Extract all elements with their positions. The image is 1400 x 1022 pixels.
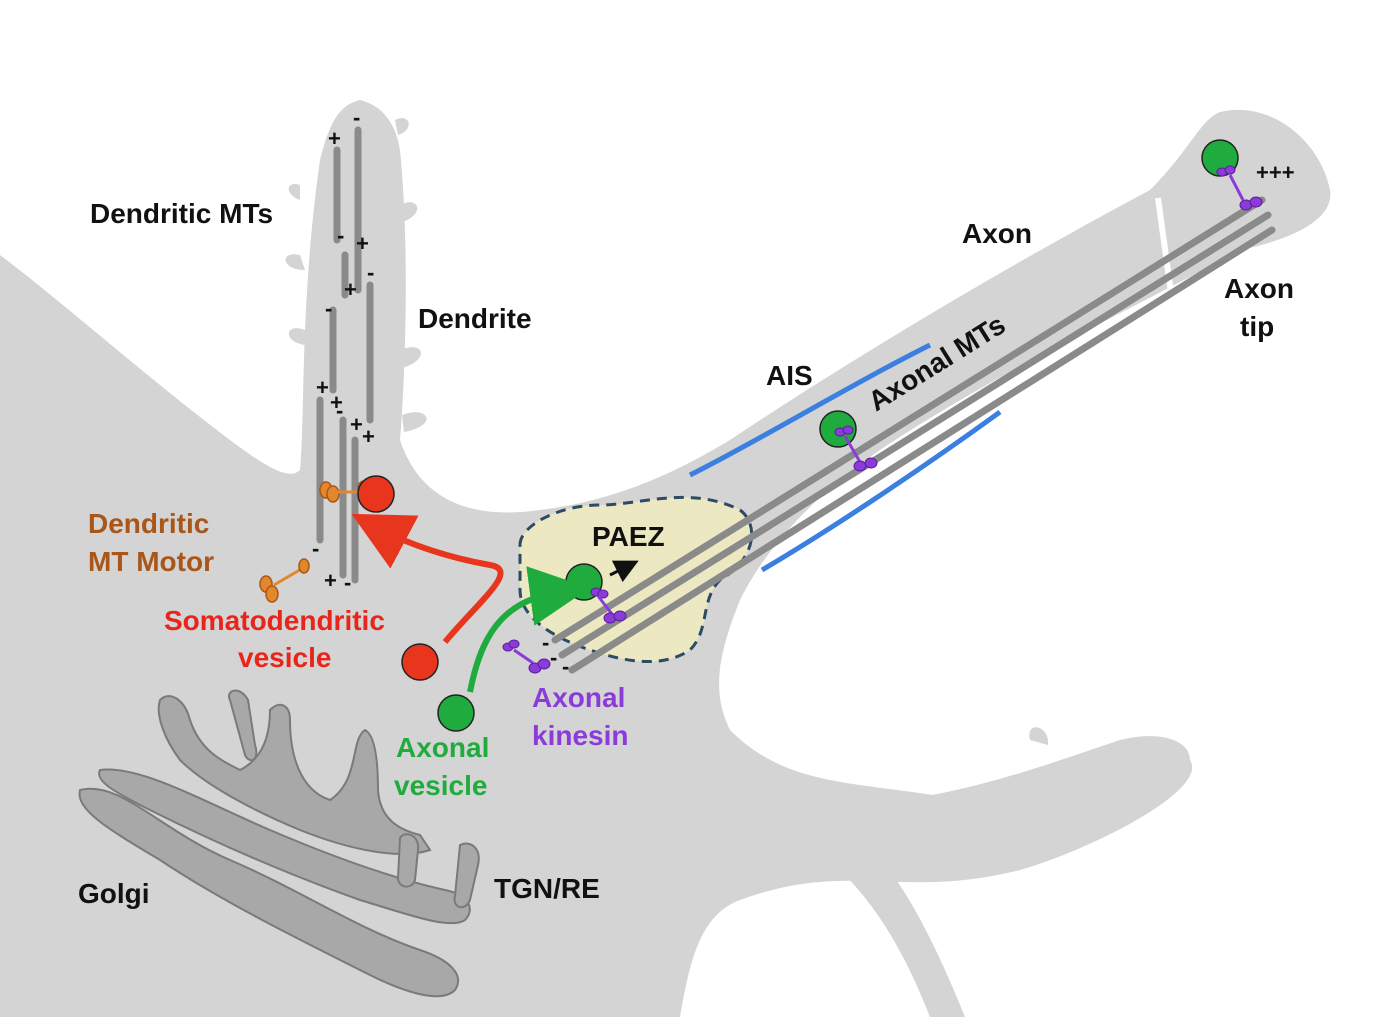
sign-minus: - bbox=[562, 654, 569, 679]
sign-minus: - bbox=[542, 630, 549, 655]
label-dendritic-motor-line1: Dendritic bbox=[88, 508, 209, 539]
label-dendritic-mts: Dendritic MTs bbox=[90, 198, 273, 229]
sign-triple-plus: +++ bbox=[1256, 160, 1295, 185]
sign-plus: + bbox=[344, 277, 357, 302]
golgi-apparatus bbox=[78, 689, 480, 998]
axonal-transport-arrow bbox=[467, 566, 590, 693]
sign-minus: - bbox=[336, 398, 343, 423]
axonal-microtubules bbox=[551, 196, 1276, 674]
label-axon-tip-line1: Axon bbox=[1224, 273, 1294, 304]
sign-minus: - bbox=[550, 645, 557, 670]
label-paez: PAEZ bbox=[592, 521, 665, 552]
label-axonal-vesicle-line2: vesicle bbox=[394, 770, 487, 801]
sign-minus: - bbox=[367, 260, 374, 285]
sign-minus: - bbox=[353, 105, 360, 130]
ais-boundary-lower bbox=[760, 409, 1002, 573]
label-ais: AIS bbox=[766, 360, 813, 391]
label-somatodendritic-line2: vesicle bbox=[238, 642, 331, 673]
sign-minus: - bbox=[325, 296, 332, 321]
sign-minus: - bbox=[337, 223, 344, 248]
sign-minus: - bbox=[344, 570, 351, 595]
ais-boundary-upper bbox=[688, 342, 932, 478]
sign-plus: + bbox=[330, 390, 343, 415]
somatodendritic-vesicle bbox=[357, 475, 395, 513]
label-golgi: Golgi bbox=[78, 878, 150, 909]
label-axonal-kinesin-line2: kinesin bbox=[532, 720, 628, 751]
polarity-signs: + - - + - + - + + - + + - + - - - - +++ bbox=[312, 105, 1295, 679]
sign-plus: + bbox=[324, 568, 337, 593]
label-axon-tip-line2: tip bbox=[1240, 311, 1274, 342]
sign-plus: + bbox=[350, 412, 363, 437]
somatodendritic-transport-arrow bbox=[351, 513, 504, 644]
somatodendritic-vesicle bbox=[401, 643, 439, 681]
label-axonal-vesicle-line1: Axonal bbox=[396, 732, 489, 763]
paez-exit-arrow bbox=[609, 560, 639, 583]
label-dendrite: Dendrite bbox=[418, 303, 532, 334]
sign-plus: + bbox=[362, 424, 375, 449]
sign-plus: + bbox=[356, 231, 369, 256]
dendritic-motor-free bbox=[259, 558, 310, 603]
label-dendritic-motor-line2: MT Motor bbox=[88, 546, 214, 577]
sign-minus: - bbox=[312, 536, 319, 561]
sign-plus: + bbox=[328, 126, 341, 151]
dendritic-microtubules bbox=[316, 126, 374, 584]
axon-break bbox=[1155, 197, 1175, 301]
sign-plus: + bbox=[316, 375, 329, 400]
label-axonal-kinesin-line1: Axonal bbox=[532, 682, 625, 713]
axonal-kinesin bbox=[502, 165, 1263, 674]
label-somatodendritic-line1: Somatodendritic bbox=[164, 605, 385, 636]
label-axon: Axon bbox=[962, 218, 1032, 249]
label-tgn-re: TGN/RE bbox=[494, 873, 600, 904]
axonal-vesicle bbox=[437, 694, 475, 732]
